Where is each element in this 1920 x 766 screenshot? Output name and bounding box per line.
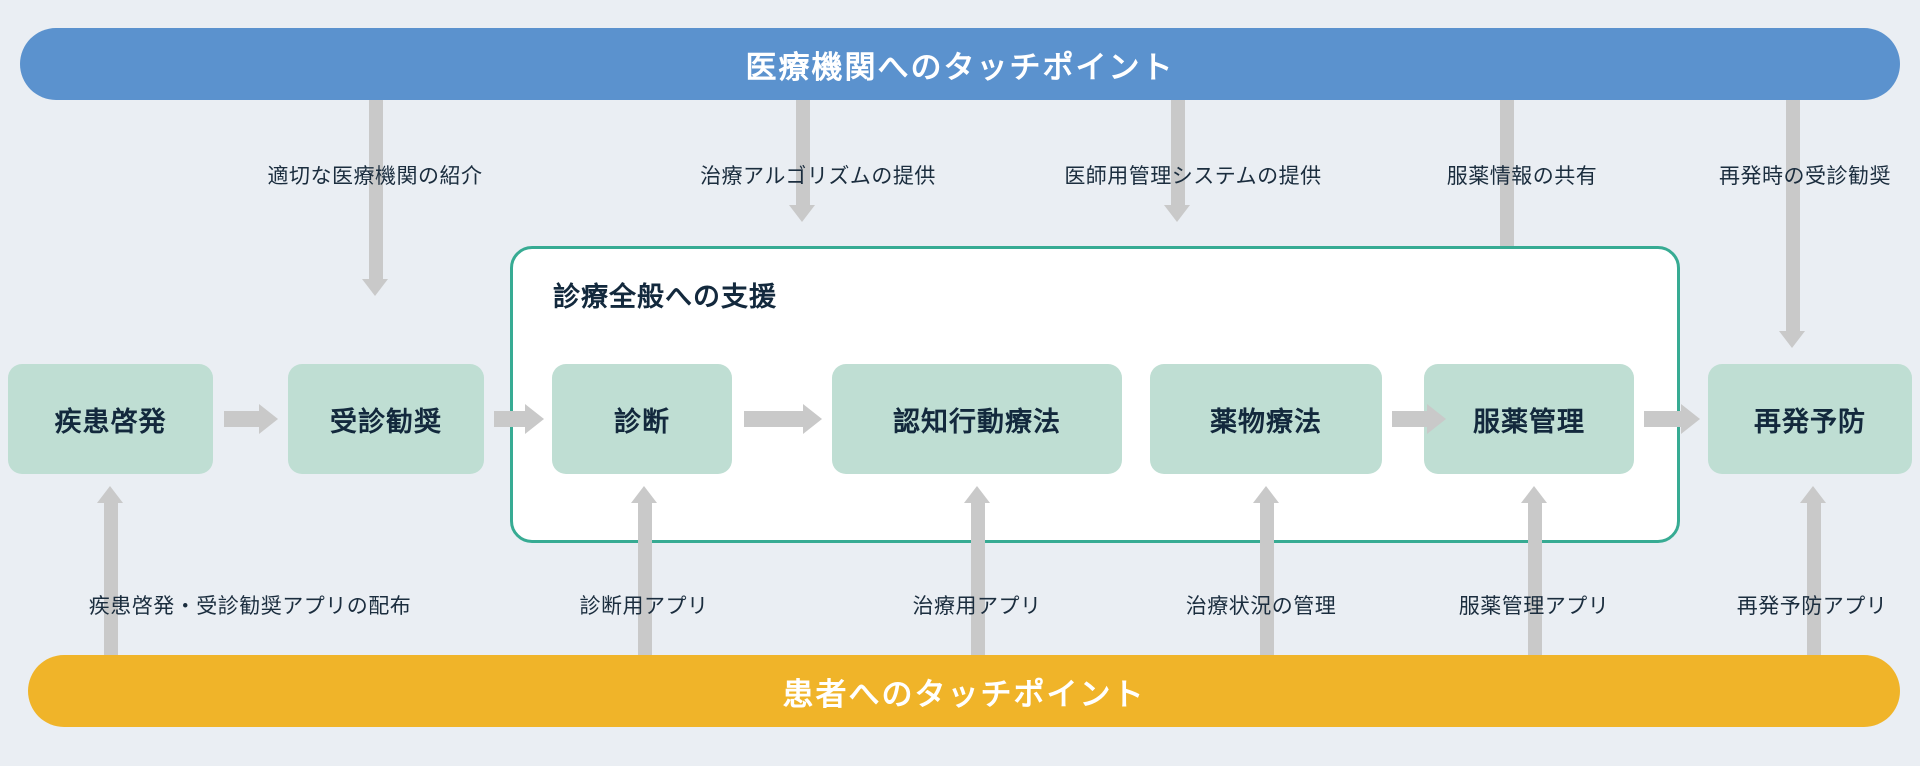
bottom-arrow-to-cbt <box>964 486 990 661</box>
flow-arrow-drug-to-medication <box>1392 404 1446 434</box>
support-container-title: 診療全般への支援 <box>553 282 777 313</box>
stage-box-label: 服薬管理 <box>1473 406 1585 438</box>
bottom-arrow-to-diagnosis <box>631 486 657 661</box>
top-banner-label: 医療機関へのタッチポイント <box>745 49 1175 86</box>
flow-arrow-visit-to-diagnosis <box>494 404 544 434</box>
bottom-connector-label-4: 服薬管理アプリ <box>1458 594 1610 618</box>
top-touchpoint-banner: 医療機関へのタッチポイント <box>20 28 1900 100</box>
top-connector-label-3: 服薬情報の共有 <box>1446 164 1598 188</box>
stage-box-label: 薬物療法 <box>1210 406 1322 438</box>
top-arrow-to-relapse-prevention <box>1779 100 1805 348</box>
bottom-arrow-to-disease-awareness <box>97 486 123 661</box>
bottom-connector-label-1: 診断用アプリ <box>579 594 709 618</box>
top-arrow-to-cbt <box>1164 100 1190 222</box>
flow-arrow-medication-to-relapse <box>1644 404 1700 434</box>
bottom-connector-label-0: 疾患啓発・受診勧奨アプリの配布 <box>88 594 412 618</box>
stage-box-label: 再発予防 <box>1754 406 1866 438</box>
bottom-arrow-to-relapse-prevention <box>1800 486 1826 661</box>
bottom-connector-label-2: 治療用アプリ <box>912 594 1042 618</box>
stage-box-drug-therapy[interactable]: 薬物療法 <box>1150 364 1382 474</box>
top-connector-label-1: 治療アルゴリズムの提供 <box>700 164 936 188</box>
top-connector-label-2: 医師用管理システムの提供 <box>1064 164 1322 188</box>
bottom-connector-label-3: 治療状況の管理 <box>1185 594 1337 618</box>
stage-box-label: 疾患啓発 <box>54 406 167 438</box>
stage-box-label: 受診勧奨 <box>330 406 442 438</box>
top-arrow-to-diagnosis <box>789 100 815 222</box>
stage-box-disease-awareness[interactable]: 疾患啓発 <box>8 364 213 474</box>
stage-box-label: 認知行動療法 <box>893 406 1061 438</box>
stage-box-visit-recommendation[interactable]: 受診勧奨 <box>288 364 484 474</box>
bottom-arrow-to-drug-therapy <box>1253 486 1279 661</box>
top-arrow-to-visit-recommendation <box>362 100 388 296</box>
stage-box-medication-management[interactable]: 服薬管理 <box>1424 364 1634 474</box>
bottom-arrow-to-medication-management <box>1521 486 1547 661</box>
stage-box-label: 診断 <box>614 406 670 438</box>
stage-box-cbt[interactable]: 認知行動療法 <box>832 364 1122 474</box>
top-connector-label-0: 適切な医療機関の紹介 <box>267 164 483 188</box>
flow-arrow-awareness-to-visit <box>224 404 278 434</box>
patient-touchpoint-banner: 患者へのタッチポイント <box>28 655 1900 727</box>
top-connector-label-4: 再発時の受診勧奨 <box>1719 164 1891 188</box>
bottom-banner-label: 患者へのタッチポイント <box>782 676 1146 713</box>
stage-box-diagnosis[interactable]: 診断 <box>552 364 732 474</box>
bottom-connector-label-5: 再発予防アプリ <box>1736 594 1888 618</box>
flow-arrow-diagnosis-to-cbt <box>744 404 822 434</box>
stage-box-relapse-prevention[interactable]: 再発予防 <box>1708 364 1912 474</box>
